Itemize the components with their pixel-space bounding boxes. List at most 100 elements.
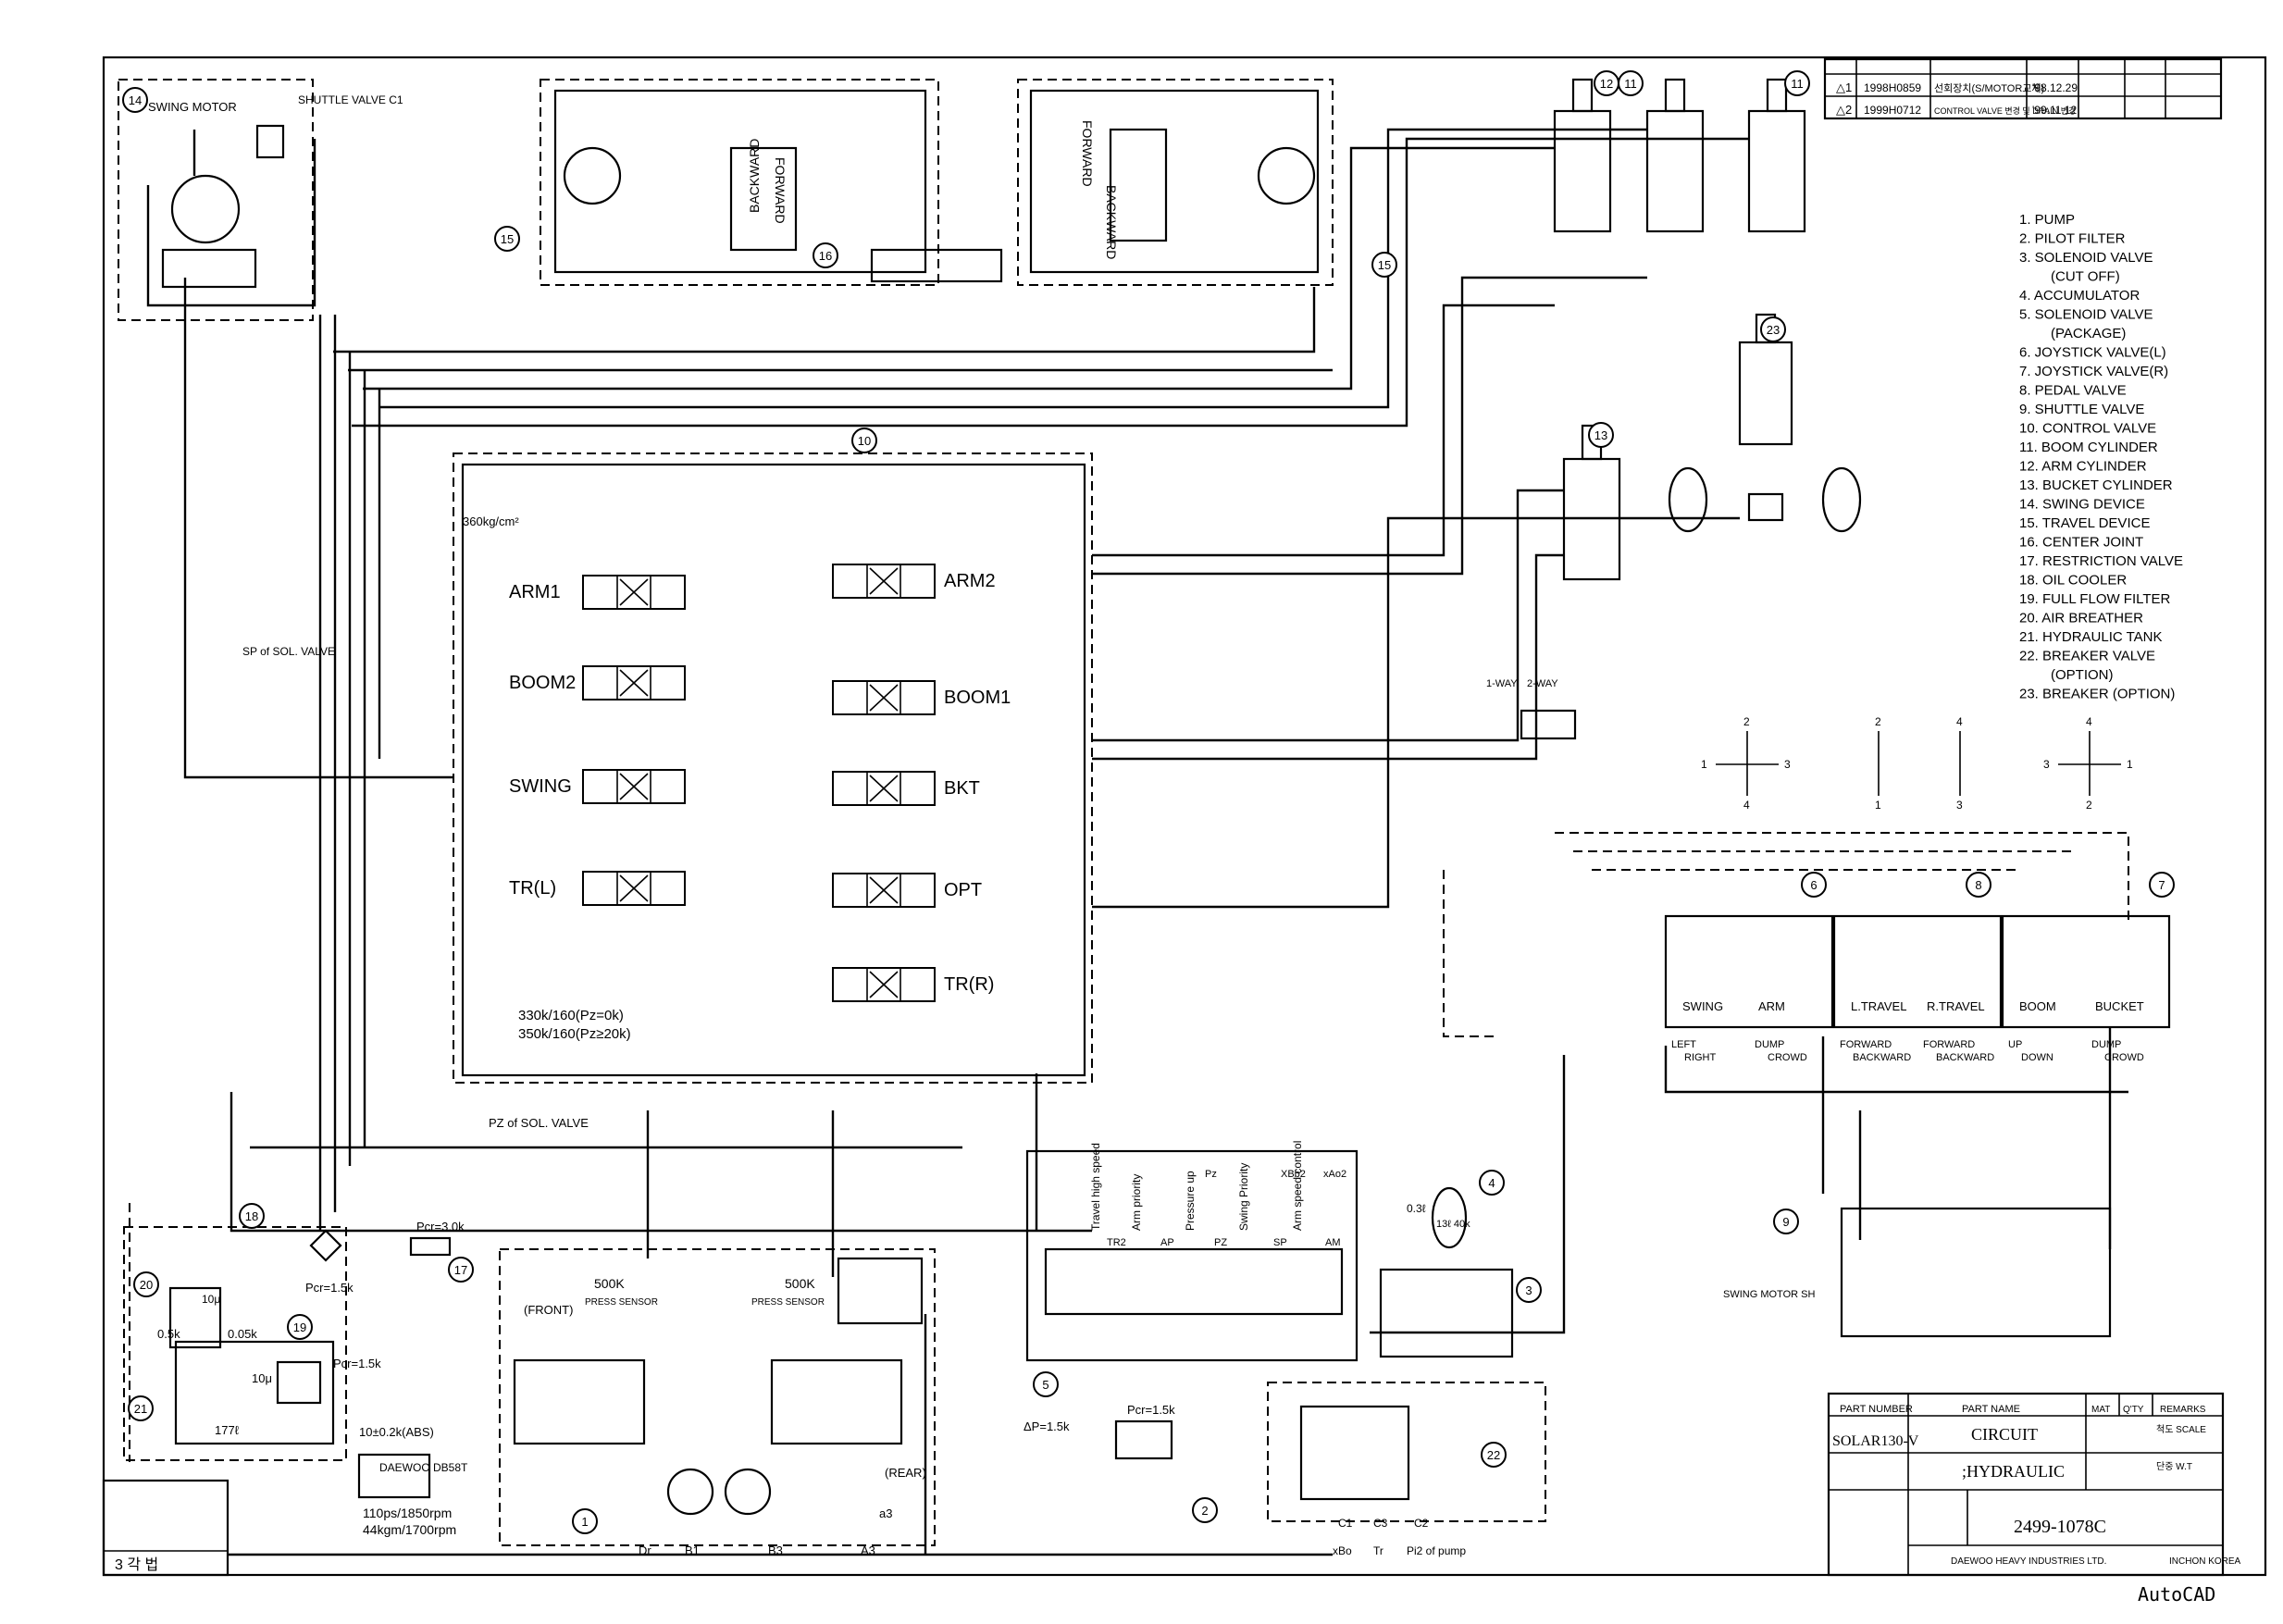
callout-number: 15 [501, 232, 514, 246]
travel-left-forward: FORWARD [773, 157, 788, 224]
solenoid-label: Arm speed control [1291, 1141, 1304, 1231]
callout-number: 2 [1201, 1504, 1208, 1518]
pump-front: (FRONT) [524, 1303, 573, 1317]
legend-item: 16. CENTER JOINT [2019, 535, 2143, 551]
callout-bubble [128, 1395, 154, 1421]
callout-bubble [851, 428, 877, 453]
engine-spec-1: 110ps/1850rpm [363, 1506, 452, 1520]
legend-item: 6. JOYSTICK VALVE(L) [2019, 345, 2166, 361]
revision-date-2: '99.11.12 [2032, 104, 2077, 117]
solenoid-label: Swing Priority [1237, 1163, 1250, 1231]
legend-item: 11. BOOM CYLINDER [2019, 440, 2158, 455]
pump-port-a3: A3 [861, 1543, 875, 1557]
callout-bubble [1516, 1277, 1542, 1303]
svg-text:1: 1 [1701, 758, 1707, 771]
joystick-valve-right [2001, 914, 2171, 1029]
joystick-sub: CROWD [2104, 1052, 2144, 1063]
svg-text:4: 4 [2086, 715, 2092, 728]
solenoid-port: PZ [1214, 1237, 1227, 1248]
revision-no-2: 1999H0712 [1864, 104, 1921, 117]
callout-bubble [2149, 872, 2175, 898]
legend-item: 5. SOLENOID VALVE [2019, 307, 2153, 323]
callout-number: 5 [1042, 1378, 1048, 1392]
swing-device: SWING MOTOR SHUTTLE VALVE C1 [118, 79, 403, 321]
breaker-port-c3: C3 [1373, 1517, 1388, 1530]
sp-sol-valve: SP of SOL. VALVE [242, 645, 335, 658]
callout-bubble [1966, 872, 1991, 898]
revision-desc-2: CONTROL VALVE 변경 및 DRAIN 변경 [1934, 105, 2076, 116]
callout-bubble [1801, 872, 1827, 898]
legend-item: 19. FULL FLOW FILTER [2019, 591, 2171, 607]
revision-mark-1: △1 [1836, 81, 1852, 94]
revision-mark-2: △2 [1836, 103, 1852, 117]
spool-label: ARM2 [944, 571, 996, 591]
callout-bubble [287, 1314, 313, 1340]
joystick-sub: BACKWARD [1853, 1052, 1911, 1063]
joystick-sub: FORWARD [1840, 1039, 1892, 1050]
pump-assembly: 500K 500K PRESS SENSOR PRESS SENSOR (FRO… [499, 1248, 936, 1557]
joystick-sub: DUMP [2091, 1039, 2121, 1050]
accumulator-volume: 0.3ℓ [1407, 1202, 1426, 1215]
legend-item: 4. ACCUMULATOR [2019, 288, 2140, 304]
accumulator: 0.3ℓ 13ℓ 40k [1407, 1186, 1470, 1249]
sensor-front: 500K [594, 1276, 625, 1291]
callout-bubble [1371, 252, 1397, 278]
solenoid-port: TR2 [1107, 1237, 1126, 1248]
arm-cylinder [1553, 78, 1612, 233]
callout-number: 13 [1594, 428, 1607, 442]
spool-label: BKT [944, 778, 980, 799]
joystick-sub: CROWD [1768, 1052, 1807, 1063]
relief-pressure-1: 360kg/cm² [463, 514, 519, 528]
svg-text:1: 1 [1875, 799, 1881, 812]
cooler-pcr: Pcr=1.5k [305, 1281, 354, 1295]
revision-no-1: 1998H0859 [1864, 81, 1921, 94]
legend-item: 17. RESTRICTION VALVE [2019, 553, 2183, 569]
revision-table: △1 1998H0859 선회장치(S/MOTOR교체) '98.12.29 △… [1823, 57, 2223, 120]
hydraulic-tank: 177ℓ 10±0.2k(ABS) [123, 1226, 434, 1461]
pipework [129, 128, 2129, 1556]
engine: DAEWOO DB58T 110ps/1850rpm 44kgm/1700rpm [357, 1453, 468, 1537]
breaker-out-tr: Tr [1373, 1544, 1383, 1557]
sensor-rear: 500K [785, 1276, 815, 1291]
press-sensor-front: PRESS SENSOR [585, 1297, 658, 1308]
tb-weight: 단중 W.T [2156, 1461, 2192, 1472]
callout-number: 15 [1378, 258, 1391, 272]
breaker-out-pi2: Pi2 of pump [1407, 1544, 1466, 1557]
joystick-name: BOOM [2019, 999, 2056, 1013]
breaker-out-xbo: xBo [1333, 1544, 1352, 1557]
svg-text:4: 4 [1956, 715, 1963, 728]
spool-label: ARM1 [509, 582, 561, 602]
pump-port-b3: B3 [768, 1543, 783, 1557]
svg-text:3: 3 [1784, 758, 1791, 771]
callout-number: 14 [129, 93, 142, 107]
pump-rear: (REAR) [885, 1466, 926, 1480]
breather-05: 0.5k [157, 1327, 180, 1341]
solenoid-package [1025, 1149, 1359, 1362]
pump-port-b1: B1 [685, 1543, 700, 1557]
callout-number: 8 [1975, 878, 1981, 892]
callout-number: 4 [1488, 1176, 1495, 1190]
legend-item: 10. CONTROL VALVE [2019, 421, 2156, 437]
filter-rating: 10μ [252, 1371, 272, 1385]
joystick-name: ARM [1758, 999, 1785, 1013]
legend-item: 7. JOYSTICK VALVE(R) [2019, 364, 2168, 379]
swing-motor-label: SWING MOTOR [148, 100, 237, 114]
legend-item: 14. SWING DEVICE [2019, 497, 2145, 513]
tb-mat: MAT [2091, 1405, 2110, 1415]
tb-place: INCHON KOREA [2169, 1556, 2241, 1567]
air-breather: 0.5k 0.05k 10μ [157, 1286, 257, 1349]
svg-text:4: 4 [1743, 799, 1750, 812]
svg-text:1: 1 [2127, 758, 2133, 771]
callout-number: 6 [1810, 878, 1817, 892]
joystick-sub: RIGHT [1684, 1052, 1717, 1063]
bucket-cylinder [1562, 424, 1621, 581]
callout-bubble [239, 1203, 265, 1229]
relief-pressure-3: 350k/160(Pz≥20k) [518, 1026, 631, 1042]
tank-volume: 177ℓ [215, 1423, 240, 1437]
pump-port-a3-small: a3 [879, 1506, 892, 1520]
legend-item: 8. PEDAL VALVE [2019, 383, 2127, 399]
callout-bubble [1760, 316, 1786, 342]
restriction-pcr: Pcr=3.0k [416, 1220, 465, 1233]
